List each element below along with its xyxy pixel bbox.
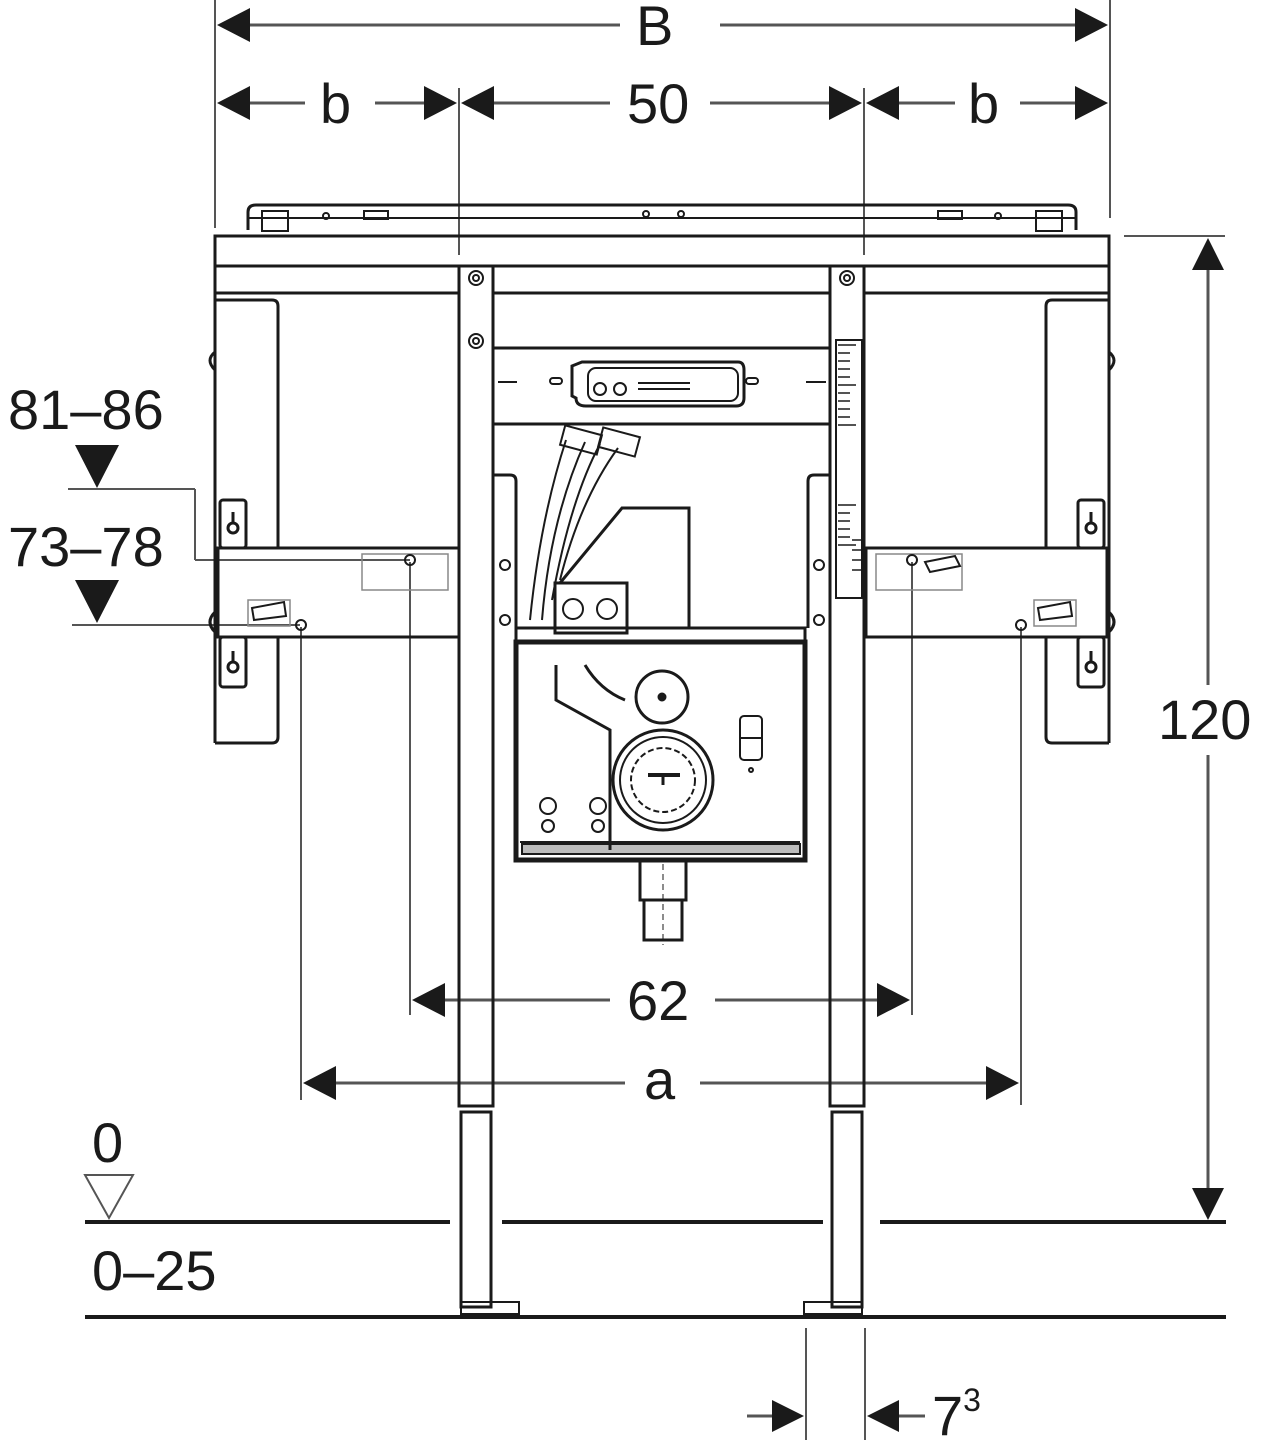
floor-level-marker: [83, 1174, 135, 1221]
dimension-inner-spacing: 62: [627, 969, 690, 1032]
dimension-lines: [68, 0, 1225, 1440]
dimension-center-width: 50: [627, 72, 690, 135]
foot-offset-value: 7: [932, 1384, 964, 1447]
dimension-overall-width: B: [636, 0, 674, 57]
dimension-foot-offset: 73: [932, 1384, 981, 1444]
dimension-side-width-right: b: [968, 72, 1000, 135]
dimension-side-width-left: b: [320, 72, 352, 135]
level-floor: 0: [92, 1111, 124, 1174]
level-lower-range: 73–78: [8, 515, 164, 578]
floor-lines: [85, 1220, 1226, 1319]
level-upper-range: 81–86: [8, 378, 164, 441]
dimension-outer-spacing: a: [644, 1048, 676, 1111]
dimension-height: 120: [1158, 688, 1252, 751]
installation-frame: [208, 203, 1116, 1315]
level-floor-adjust: 0–25: [92, 1239, 217, 1302]
foot-offset-superscript: 3: [963, 1382, 981, 1418]
